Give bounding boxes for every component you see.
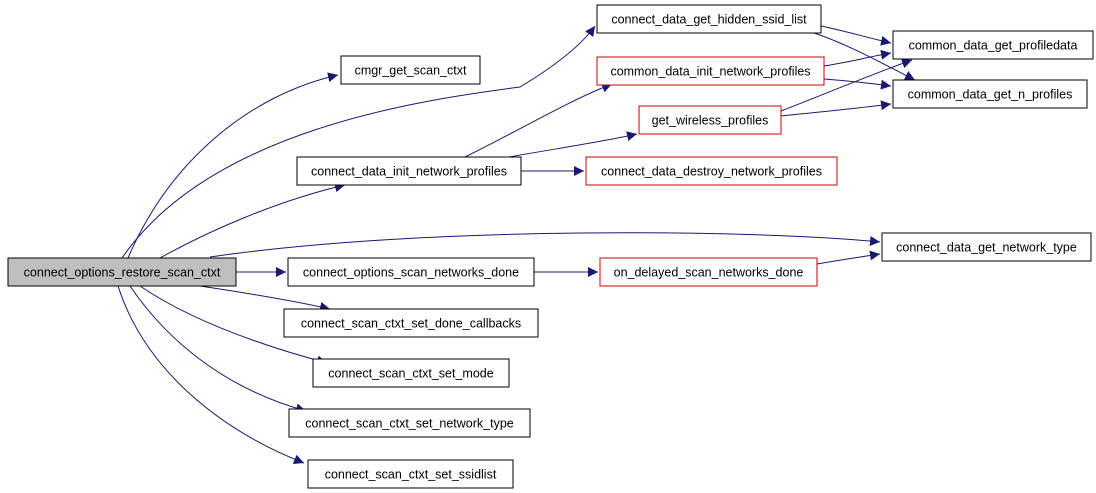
edges-layer [117,25,916,464]
node-box [312,358,510,388]
node-label: connect_data_get_hidden_ssid_list [611,13,807,27]
node-label: connect_scan_ctxt_set_done_callbacks [301,317,521,331]
node-label: connect_data_get_network_type [896,241,1077,255]
edge-root-to-set_mode [139,285,328,366]
node-label: connect_options_scan_networks_done [303,266,519,280]
node-label: common_data_init_network_profiles [610,65,810,79]
node-label: connect_scan_ctxt_set_mode [328,367,493,381]
node-label: connect_options_restore_scan_ctxt [24,266,221,280]
edge-root-to-set_nettype [129,285,307,414]
node-box [599,257,818,287]
edge-hidden-to-n_profiles [813,32,916,81]
node-cmgr[interactable]: cmgr_get_scan_ctxt [340,55,481,85]
node-set-ssid[interactable]: connect_scan_ctxt_set_ssidlist [307,459,514,489]
node-destroy[interactable]: connect_data_destroy_network_profiles [585,156,838,186]
node-box [307,459,514,489]
node-hidden[interactable]: connect_data_get_hidden_ssid_list [596,4,822,34]
node-label: get_wireless_profiles [652,114,769,128]
edge-cd_init_np-to-profiledata [823,49,892,67]
node-conn-init-np[interactable]: connect_data_init_network_profiles [296,156,522,186]
edge-conn_init_np-to-cd_init_np [464,82,613,158]
edge-conn_init_np-to-wireless [508,131,638,158]
nodes-layer: connect_options_restore_scan_ctxt cmgr_ge… [7,4,1094,489]
node-n-profiles[interactable]: common_data_get_n_profiles [892,79,1088,109]
node-label: connect_scan_ctxt_set_ssidlist [325,468,497,482]
node-box [892,30,1094,60]
node-set-cb[interactable]: connect_scan_ctxt_set_done_callbacks [283,308,539,338]
node-box [892,79,1088,109]
node-label: connect_scan_ctxt_set_network_type [305,417,514,431]
node-cd-init-np[interactable]: common_data_init_network_profiles [596,56,825,86]
node-label: common_data_get_profiledata [909,39,1078,53]
edge-root-to-nettype [209,232,881,258]
node-set-nettype[interactable]: connect_scan_ctxt_set_network_type [288,408,531,438]
node-wireless[interactable]: get_wireless_profiles [638,105,782,135]
node-root[interactable]: connect_options_restore_scan_ctxt [7,257,237,287]
node-set-mode[interactable]: connect_scan_ctxt_set_mode [312,358,510,388]
node-profiledata[interactable]: common_data_get_profiledata [892,30,1094,60]
edge-wireless-to-n_profiles [780,100,892,117]
edge-wireless-to-profiledata [780,58,913,112]
node-label: cmgr_get_scan_ctxt [355,64,467,78]
node-box [287,257,535,287]
node-label: common_data_get_n_profiles [908,88,1073,102]
node-box [340,55,481,85]
node-scan-done[interactable]: connect_options_scan_networks_done [287,257,535,287]
edge-root-to-set_ssid [117,285,305,464]
node-label: connect_data_init_network_profiles [311,165,507,179]
node-box [596,4,822,34]
edge-root-to-set_cb [199,285,331,312]
node-box [296,156,522,186]
edge-hidden-to-profiledata [820,25,892,46]
node-box [288,408,531,438]
node-box [283,308,539,338]
edge-cd_init_np-to-n_profiles [823,78,892,90]
node-nettype[interactable]: connect_data_get_network_type [881,232,1092,262]
node-box [881,232,1092,262]
node-label: connect_data_destroy_network_profiles [601,165,822,179]
node-box [7,257,237,287]
edge-root-to-hidden [121,25,596,259]
edge-root-to-cmgr [127,72,339,259]
edge-root-to-conn_init_np [159,182,346,259]
node-delayed[interactable]: on_delayed_scan_networks_done [599,257,818,287]
edge-delayed-to-nettype [816,250,881,265]
node-box [596,56,825,86]
node-box [585,156,838,186]
node-label: on_delayed_scan_networks_done [614,266,804,280]
node-box [638,105,782,135]
